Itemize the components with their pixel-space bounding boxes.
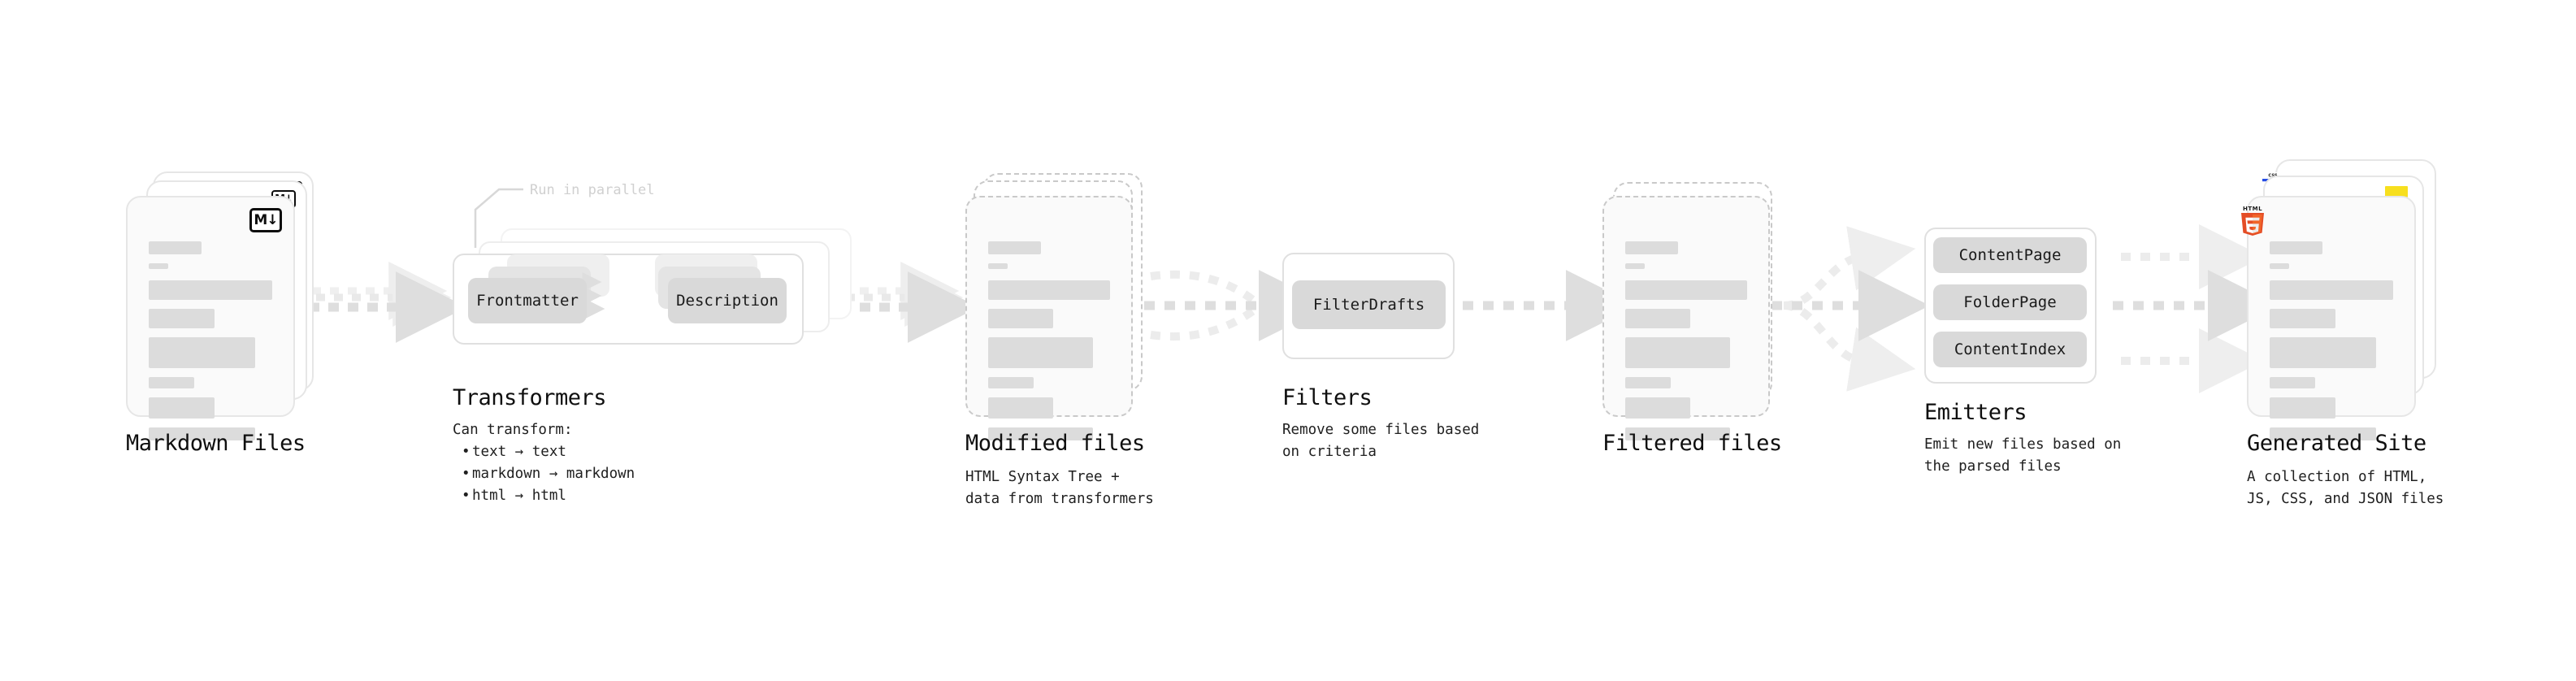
emitter-chip-contentpage[interactable]: ContentPage [1933, 237, 2087, 273]
modified-card-front [965, 196, 1133, 440]
markdown-files-title: Markdown Files [126, 431, 306, 456]
html5-icon: HTML [2239, 204, 2266, 236]
filters-title: Filters [1282, 385, 1373, 410]
markdown-card-front: M↓ [126, 196, 295, 440]
run-in-parallel-note: Run in parallel [530, 182, 655, 198]
emitters-title: Emitters [1924, 400, 2027, 425]
filter-chip-filterdrafts[interactable]: FilterDrafts [1292, 280, 1446, 329]
arrow-markdown-to-transformers [309, 262, 467, 343]
modified-files-title: Modified files [965, 431, 1145, 456]
site-card-front: HTML [2241, 196, 2416, 440]
site-card-bars [2270, 241, 2393, 449]
markdown-icon: M↓ [249, 208, 282, 232]
arrow-modified-to-filters [1144, 270, 1330, 341]
transformers-bullet-2: html → html [459, 485, 635, 507]
markdown-card-bars [149, 241, 272, 449]
transformers-bullet-1: markdown → markdown [459, 463, 635, 485]
js-icon [2385, 186, 2408, 197]
emitter-chip-folderpage[interactable]: FolderPage [1933, 284, 2087, 320]
emitters-subtitle: Emit new files based on the parsed files [1924, 436, 2122, 475]
modified-card-bars [988, 241, 1110, 449]
generated-site-subtitle: A collection of HTML, JS, CSS, and JSON … [2247, 469, 2444, 508]
filtered-card-bars [1625, 241, 1747, 449]
transformers-bullet-0: text → text [459, 441, 635, 463]
transformer-chip-frontmatter[interactable]: Frontmatter [468, 278, 587, 323]
transformer-chip-description[interactable]: Description [668, 278, 787, 323]
filters-subtitle: Remove some files based on criteria [1282, 422, 1480, 461]
arrow-filtered-to-emitters [1772, 226, 1930, 392]
transformers-bullets: text → text markdown → markdown html → h… [459, 441, 635, 508]
transformers-subtitle: Can transform: [453, 422, 573, 438]
generated-site-title: Generated Site [2247, 431, 2426, 456]
modified-files-subtitle: HTML Syntax Tree + data from transformer… [965, 469, 1154, 508]
filtered-files-title: Filtered files [1602, 431, 1782, 456]
emitter-chip-contentindex[interactable]: ContentIndex [1933, 332, 2087, 367]
transformers-title: Transformers [453, 385, 607, 410]
filtered-card-front [1602, 196, 1770, 440]
svg-text:HTML: HTML [2243, 206, 2262, 212]
arrow-emitters-to-site [2113, 224, 2279, 393]
